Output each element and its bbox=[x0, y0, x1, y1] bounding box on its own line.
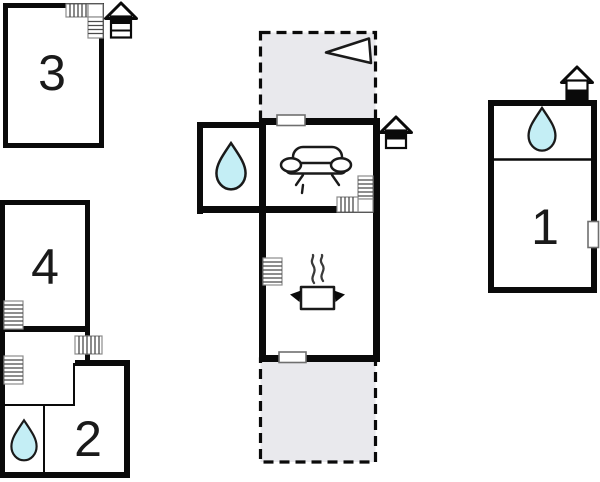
house-floor-marker bbox=[111, 16, 131, 24]
building-right: 1 bbox=[488, 65, 600, 293]
staircase-icon bbox=[65, 3, 104, 39]
window-marker bbox=[278, 351, 307, 364]
house-level-icon bbox=[104, 1, 138, 39]
building-left: 4 2 bbox=[0, 200, 130, 478]
wall-segment bbox=[0, 326, 90, 332]
stair-landing bbox=[87, 3, 104, 18]
staircase-icon bbox=[3, 355, 24, 385]
wall-segment bbox=[85, 200, 90, 363]
house-floor-marker bbox=[566, 89, 588, 99]
wall-segment bbox=[124, 360, 130, 478]
water-drop-icon bbox=[215, 141, 247, 191]
wall-segment bbox=[0, 200, 90, 205]
wall-segment bbox=[259, 118, 380, 125]
room-4-label: 4 bbox=[31, 239, 59, 295]
wall-segment bbox=[75, 360, 130, 366]
radiator-icon bbox=[262, 257, 283, 286]
cooking-pot-icon bbox=[290, 253, 345, 311]
stair-run bbox=[87, 16, 104, 39]
wall-segment bbox=[0, 200, 5, 478]
wall-segment bbox=[373, 118, 380, 362]
wall-segment bbox=[197, 206, 380, 213]
house-floor-marker bbox=[386, 130, 406, 140]
staircase-icon bbox=[3, 300, 24, 330]
house-level-icon bbox=[560, 65, 594, 101]
staircase-icon bbox=[74, 335, 103, 355]
wall-segment bbox=[0, 472, 130, 478]
wall-segment bbox=[197, 122, 262, 128]
room-3-label: 3 bbox=[38, 45, 66, 101]
building-center bbox=[197, 30, 413, 464]
staircase-icon bbox=[336, 175, 374, 213]
house-level-icon bbox=[379, 115, 413, 150]
window-marker bbox=[276, 114, 306, 127]
room-3-outline bbox=[3, 3, 104, 148]
sofa-icon bbox=[279, 145, 353, 195]
water-drop-icon bbox=[10, 419, 38, 462]
stair-run bbox=[65, 3, 89, 18]
door-marker bbox=[587, 220, 600, 249]
building-top-left: 3 bbox=[3, 1, 138, 148]
terrace-bottom bbox=[258, 357, 378, 464]
direction-arrow-icon bbox=[324, 37, 373, 65]
wall-segment bbox=[259, 355, 380, 362]
wall-segment bbox=[259, 118, 266, 362]
partition-wall bbox=[2, 363, 75, 473]
room-2-label: 2 bbox=[74, 411, 102, 467]
room-1-label: 1 bbox=[531, 199, 559, 255]
wall-segment bbox=[197, 122, 203, 214]
